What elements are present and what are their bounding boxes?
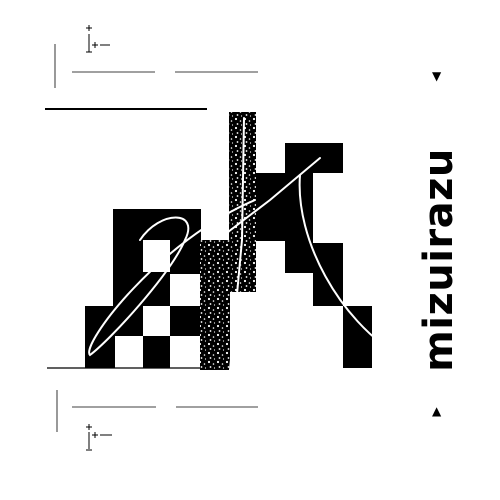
- right-block-structure: [256, 143, 372, 368]
- crop-mark-icon: [54, 44, 258, 88]
- brand-wordmark: mizuirazu: [416, 148, 462, 372]
- textured-vertical-stroke: [200, 112, 256, 370]
- calligraphy-stroke: [88, 117, 399, 371]
- registration-cross-icon: [86, 25, 110, 53]
- crop-mark-icon: [56, 390, 258, 432]
- triangle-up-icon: ▲: [432, 404, 442, 418]
- triangle-down-icon: ▼: [432, 69, 442, 83]
- registration-cross-icon: [86, 424, 112, 451]
